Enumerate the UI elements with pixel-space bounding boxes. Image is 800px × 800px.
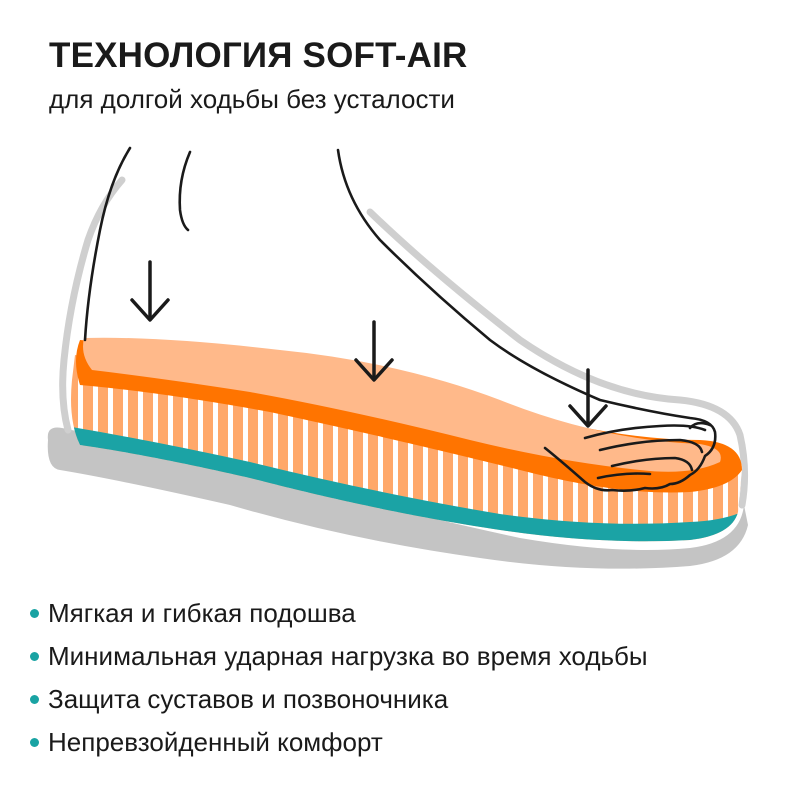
list-item: Мягкая и гибкая подошва [30,592,648,635]
shoe-outline-front [366,208,749,509]
air-channel [318,355,323,542]
air-channel [408,355,413,542]
bullet-icon [30,609,39,618]
page-subtitle: для долгой ходьбы без усталости [49,84,455,114]
air-channel [348,355,353,542]
pressure-arrow-icon [130,260,170,322]
air-channel [213,355,218,542]
page-title: ТЕХНОЛОГИЯ SOFT-AIR [49,36,468,75]
air-channel [198,355,203,542]
insole-surface [83,337,721,472]
soft-air-sole-illustration [47,146,749,569]
feature-list: Мягкая и гибкая подошва Минимальная удар… [30,592,648,764]
list-item: Непревзойденный комфорт [30,721,648,764]
bullet-icon [30,652,39,661]
air-channel [393,355,398,542]
pressure-arrow-icon [568,368,608,428]
air-channel [183,355,188,542]
list-item: Минимальная ударная нагрузка во время хо… [30,635,648,678]
shoe-outline [59,176,126,434]
air-channel [423,355,428,542]
air-channel [303,355,308,542]
air-channel [363,355,368,542]
foot-outline [83,146,717,492]
bullet-icon [30,738,39,747]
air-channel [228,355,233,542]
air-channel [273,355,278,542]
air-channel [258,355,263,542]
air-channel [288,355,293,542]
pressure-arrow-icon [354,320,394,382]
list-item: Защита суставов и позвоночника [30,678,648,721]
bullet-icon [30,695,39,704]
air-channel [243,355,248,542]
air-channel [333,355,338,542]
teal-band [71,425,743,542]
air-channel [378,355,383,542]
